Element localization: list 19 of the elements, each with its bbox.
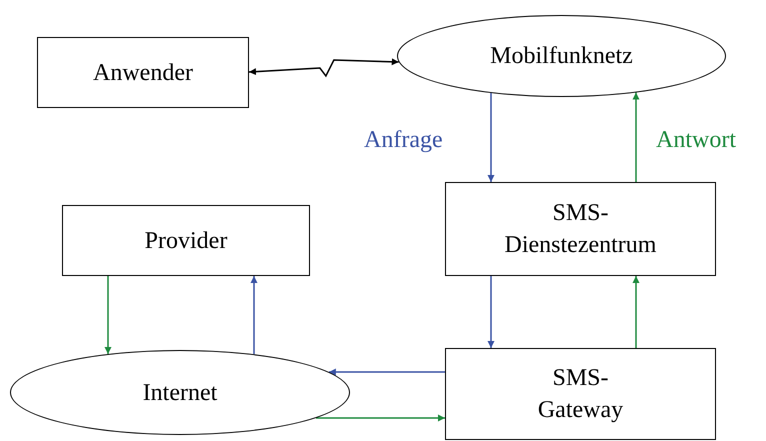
lightning-arrow (248, 58, 399, 78)
node-label: SMS- Gateway (536, 364, 624, 425)
node-label: Internet (142, 378, 218, 408)
arrow (488, 276, 494, 348)
arrow (104, 276, 112, 354)
arrow (632, 276, 640, 348)
node-label: Mobilfunknetz (490, 42, 633, 71)
node-label: Provider (144, 226, 228, 256)
arrow (632, 92, 640, 182)
process-box (62, 205, 310, 276)
process-box (445, 182, 716, 276)
arrow (328, 368, 445, 376)
process-box (37, 37, 249, 108)
process-box (445, 348, 716, 440)
node-label: SMS- Dienstezentrum (504, 199, 658, 260)
arrow (488, 93, 494, 182)
arrow (250, 276, 258, 354)
arrow (316, 414, 445, 422)
node-label: Anwender (93, 58, 193, 88)
